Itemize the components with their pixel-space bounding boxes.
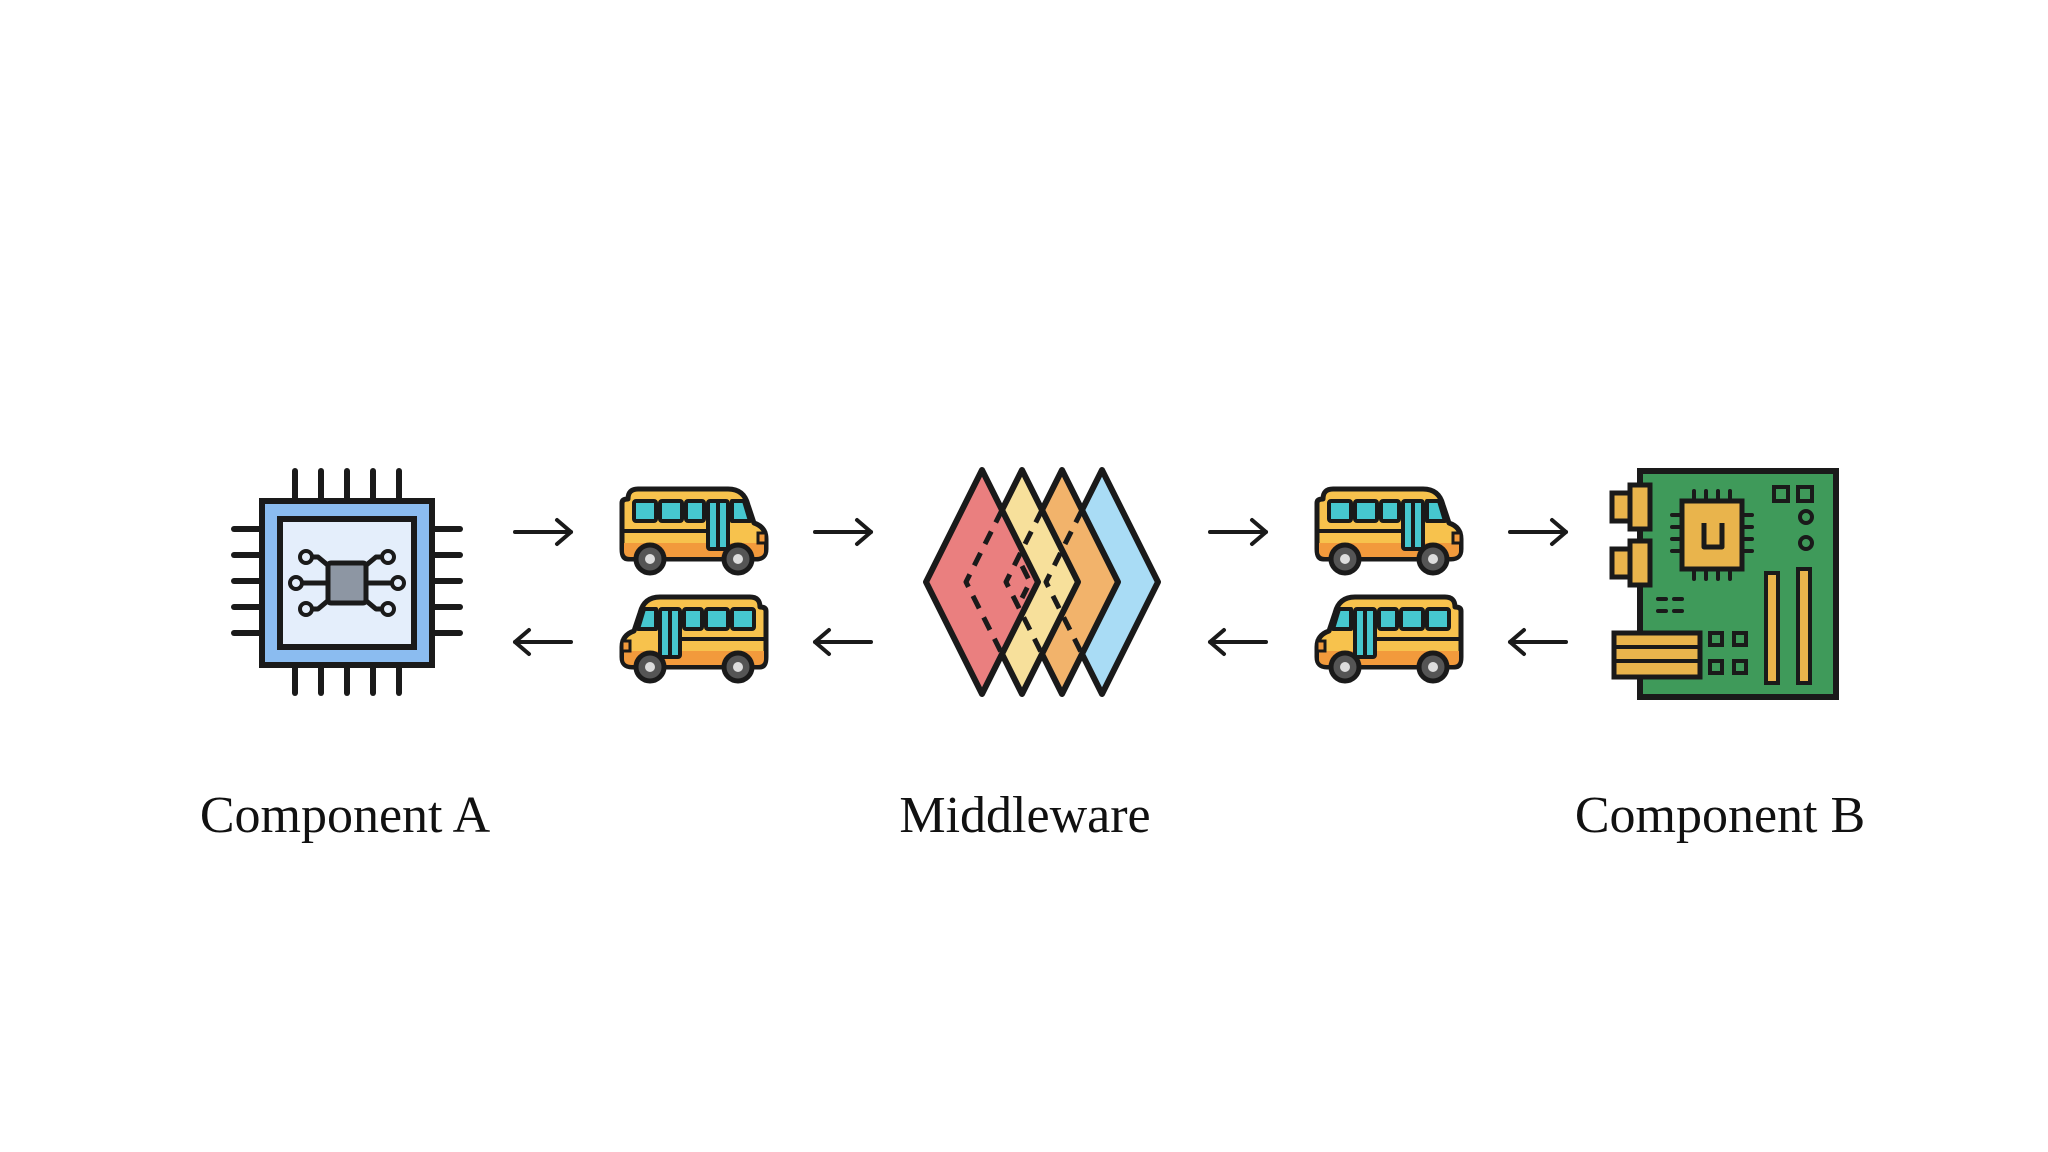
layered-diamonds-icon <box>923 467 1161 697</box>
component-a-label: Component A <box>199 787 491 844</box>
cpu-chip-icon <box>231 468 463 696</box>
arrow-right-icon <box>1208 518 1268 546</box>
bus-icon <box>622 489 766 573</box>
arrow-left-icon <box>1208 628 1268 656</box>
arrow-right-icon <box>513 518 573 546</box>
middleware-label: Middleware <box>899 787 1151 844</box>
component-b-label: Component B <box>1574 787 1866 844</box>
bus-icon <box>1317 489 1461 573</box>
arrow-left-icon <box>813 628 873 656</box>
arrow-right-icon <box>1508 518 1568 546</box>
arrow-right-icon <box>813 518 873 546</box>
bus-icon <box>622 597 766 681</box>
motherboard-icon <box>1609 468 1839 700</box>
bus-icon <box>1317 597 1461 681</box>
arrow-left-icon <box>513 628 573 656</box>
arrow-left-icon <box>1508 628 1568 656</box>
